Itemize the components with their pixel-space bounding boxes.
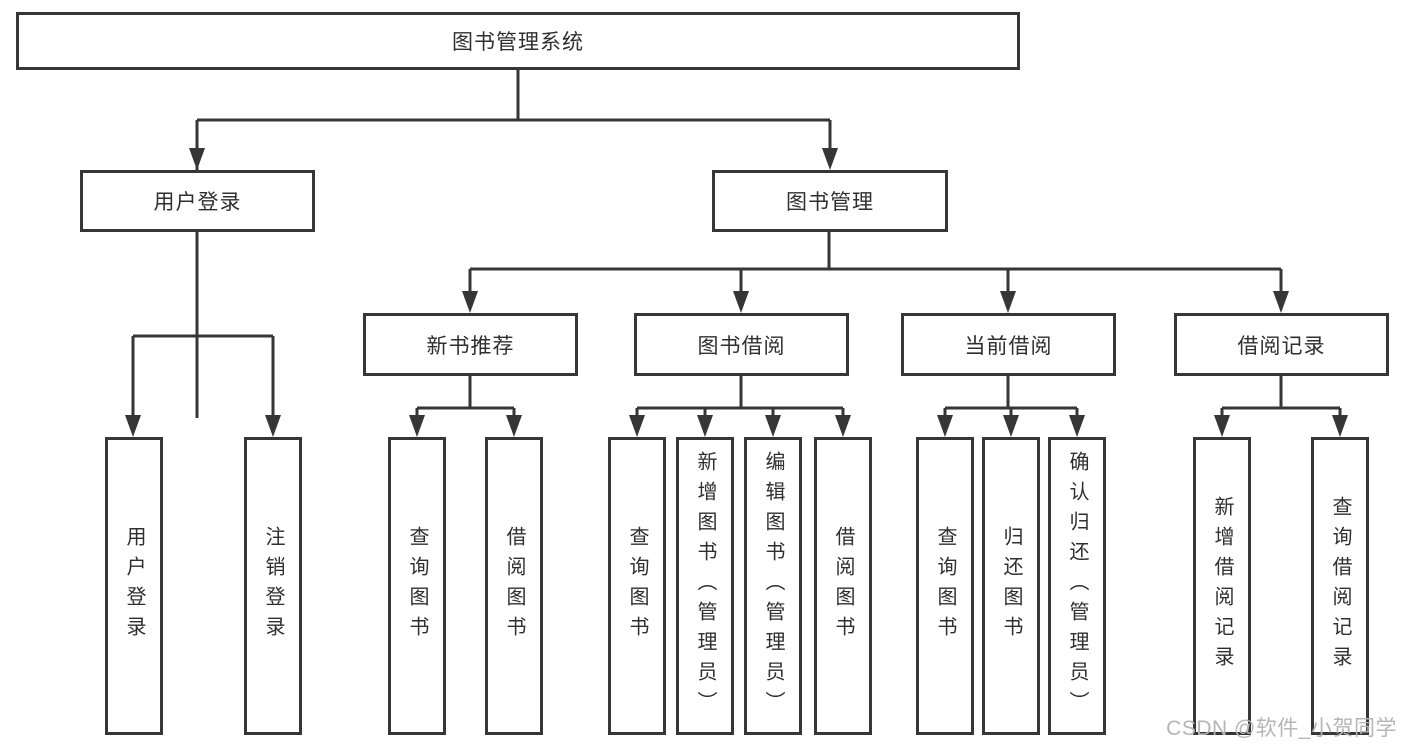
arrowhead xyxy=(189,148,205,170)
connector-line xyxy=(943,376,1079,418)
connector-line xyxy=(1220,376,1342,418)
connector-lines xyxy=(131,70,1342,418)
leaf-edit-books-admin-label: 编辑图书（管理员） xyxy=(762,451,784,721)
connector-line xyxy=(195,70,832,418)
arrowhead xyxy=(765,415,781,437)
node-library-system: 图书管理系统 xyxy=(16,12,1020,70)
node-user-login-label: 用户登录 xyxy=(153,191,242,214)
leaf-query-borrow-record: 查询借阅记录 xyxy=(1311,437,1369,735)
arrowhead xyxy=(1332,415,1348,437)
arrowhead xyxy=(125,415,141,437)
arrowhead xyxy=(1214,415,1230,437)
leaf-add-books-admin-label: 新增图书（管理员） xyxy=(694,451,716,721)
csdn-watermark: CSDN @软件_小贺同学 xyxy=(1166,717,1397,740)
leaf-query-books-1-label: 查询图书 xyxy=(406,526,428,646)
connector-line xyxy=(131,232,275,418)
leaf-query-borrow-record-label: 查询借阅记录 xyxy=(1329,496,1351,676)
node-user-login: 用户登录 xyxy=(80,170,315,232)
arrowhead xyxy=(506,415,522,437)
arrowhead xyxy=(697,415,713,437)
leaf-confirm-return-admin: 确认归还（管理员） xyxy=(1048,437,1106,735)
arrowhead xyxy=(1000,291,1016,313)
leaf-add-borrow-record: 新增借阅记录 xyxy=(1193,437,1251,735)
connector-line xyxy=(635,376,845,418)
leaf-return-books: 归还图书 xyxy=(982,437,1040,735)
leaf-borrow-books-1-label: 借阅图书 xyxy=(503,526,525,646)
node-book-management-label: 图书管理 xyxy=(786,191,874,214)
leaf-query-books-3: 查询图书 xyxy=(916,437,974,735)
leaf-borrow-books-2: 借阅图书 xyxy=(814,437,872,735)
node-borrow-records-label: 借阅记录 xyxy=(1237,334,1326,358)
node-current-borrowing-label: 当前借阅 xyxy=(964,334,1053,358)
leaf-user-login-label: 用户登录 xyxy=(123,526,145,646)
leaf-logout: 注销登录 xyxy=(244,437,302,735)
arrowhead xyxy=(462,291,478,313)
leaf-confirm-return-admin-label: 确认归还（管理员） xyxy=(1066,451,1088,721)
arrowhead xyxy=(1003,415,1019,437)
leaf-borrow-books-1: 借阅图书 xyxy=(485,437,543,735)
node-book-borrowing-label: 图书借阅 xyxy=(697,334,786,358)
leaf-logout-label: 注销登录 xyxy=(262,526,284,646)
leaf-query-books-1: 查询图书 xyxy=(388,437,446,735)
arrowhead xyxy=(409,415,425,437)
node-book-borrowing: 图书借阅 xyxy=(634,313,849,376)
leaf-user-login: 用户登录 xyxy=(105,437,163,735)
arrowhead xyxy=(822,148,838,170)
leaf-add-books-admin: 新增图书（管理员） xyxy=(676,437,734,735)
arrowhead xyxy=(1273,291,1289,313)
arrowheads xyxy=(125,148,1348,437)
node-book-management: 图书管理 xyxy=(712,170,948,232)
arrowhead xyxy=(265,415,281,437)
arrowhead xyxy=(1069,415,1085,437)
node-current-borrowing: 当前借阅 xyxy=(901,313,1116,376)
arrowhead xyxy=(733,291,749,313)
node-borrow-records: 借阅记录 xyxy=(1174,313,1389,376)
node-new-book-recommend-label: 新书推荐 xyxy=(426,334,515,358)
leaf-borrow-books-2-label: 借阅图书 xyxy=(832,526,854,646)
connector-line xyxy=(468,232,1283,294)
arrowhead xyxy=(937,415,953,437)
connector-line xyxy=(415,376,516,418)
leaf-return-books-label: 归还图书 xyxy=(1000,526,1022,646)
leaf-add-borrow-record-label: 新增借阅记录 xyxy=(1211,496,1233,676)
arrowhead xyxy=(629,415,645,437)
leaf-query-books-3-label: 查询图书 xyxy=(934,526,956,646)
node-library-system-label: 图书管理系统 xyxy=(452,31,584,54)
leaf-query-books-2: 查询图书 xyxy=(608,437,666,735)
arrowhead xyxy=(835,415,851,437)
leaf-query-books-2-label: 查询图书 xyxy=(626,526,648,646)
leaf-edit-books-admin: 编辑图书（管理员） xyxy=(744,437,802,735)
node-new-book-recommend: 新书推荐 xyxy=(363,313,578,376)
